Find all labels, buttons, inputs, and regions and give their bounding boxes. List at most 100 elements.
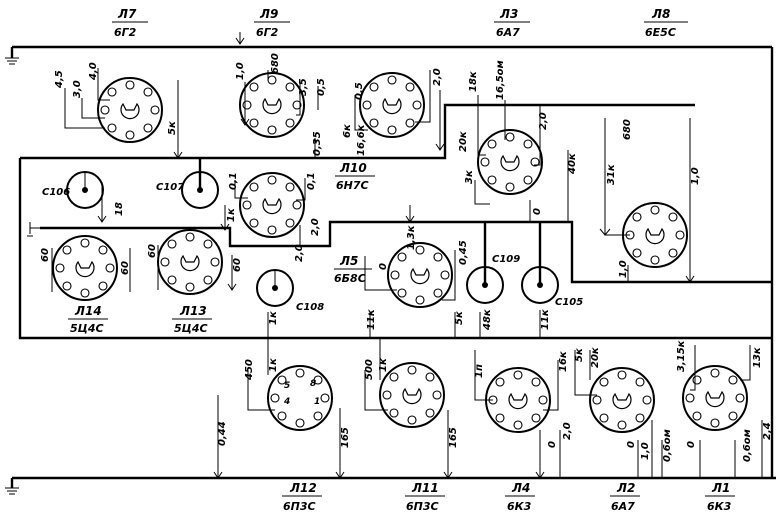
- measurement-leaders: [51, 68, 763, 479]
- socket-l5: [387, 242, 453, 308]
- value-label: 11к: [366, 309, 377, 330]
- value-label: 20к: [590, 347, 601, 368]
- value-label: 680: [270, 53, 281, 74]
- label-c109: C109: [492, 254, 520, 265]
- value-label: 0,6ом: [742, 429, 753, 462]
- socket-l7: [97, 77, 163, 143]
- label-l4-name: Л4: [511, 481, 530, 495]
- socket-l8: [622, 202, 688, 268]
- label-l12-type: 6П3С: [283, 500, 316, 513]
- label-l10-type: 6Н7С: [336, 179, 369, 192]
- capacitor-c106: [66, 171, 104, 209]
- value-label: 1,0: [618, 260, 629, 278]
- value-label: 6к: [342, 124, 353, 138]
- label-l3-type: 6А7: [496, 26, 520, 39]
- pin-number: 5: [284, 381, 290, 391]
- value-label: 20к: [458, 131, 469, 152]
- value-label: 5к: [574, 348, 585, 362]
- label-l2-name: Л2: [616, 481, 635, 495]
- socket-l1: [682, 365, 748, 431]
- value-label: 31к: [606, 164, 617, 185]
- value-label: 3,15к: [676, 340, 687, 372]
- value-labels: 4,5 3,0 4,0 5к 1,0 680 3,5 0,5 0,35 0,5 …: [40, 53, 773, 462]
- label-l11-type: 6П3С: [406, 500, 439, 513]
- label-l10-name: Л10: [339, 161, 367, 175]
- socket-l9b: [359, 72, 425, 138]
- pin-number: 4: [283, 397, 290, 407]
- label-l9-name: Л9: [259, 7, 278, 21]
- l12-pin-numbers: 5 8 4 1: [283, 379, 320, 407]
- value-label: 1п: [474, 364, 485, 378]
- value-label: 2,4: [762, 422, 773, 440]
- socket-l10: [239, 172, 305, 238]
- label-l5-name: Л5: [339, 254, 358, 268]
- label-c107: C107: [156, 182, 184, 193]
- value-label: 4,5: [54, 70, 65, 89]
- pin-number: 8: [310, 379, 316, 389]
- label-l14-type: 5Ц4С: [70, 322, 104, 335]
- value-label: 0: [532, 208, 543, 215]
- value-label: 3к: [464, 170, 475, 184]
- value-label: 1к: [226, 208, 237, 222]
- value-label: 1к: [268, 311, 279, 325]
- socket-l11: [379, 362, 445, 428]
- socket-l9: [239, 72, 305, 138]
- value-label: 0,5: [354, 82, 365, 100]
- label-l4-type: 6К3: [507, 500, 532, 513]
- value-label: 5к: [167, 121, 178, 135]
- value-label: 16к: [558, 351, 569, 372]
- top-rail: [5, 32, 772, 65]
- label-l1-name: Л1: [711, 481, 730, 495]
- label-l9-type: 6Г2: [256, 26, 279, 39]
- socket-l3: [477, 129, 543, 195]
- value-label: 0: [378, 263, 389, 270]
- value-label: 0,6ом: [662, 429, 673, 462]
- value-label: 2,0: [294, 244, 305, 262]
- value-label: 1,0: [640, 442, 651, 460]
- value-label: 680: [622, 119, 633, 140]
- capacitor-c105: [521, 222, 559, 304]
- value-label: 60: [40, 248, 51, 262]
- label-l3-name: Л3: [499, 7, 518, 21]
- value-label: 13к: [752, 347, 763, 368]
- value-label: 4,0: [88, 62, 99, 81]
- label-c106: C106: [42, 187, 70, 198]
- label-l12-name: Л12: [289, 481, 317, 495]
- label-l7-type: 6Г2: [114, 26, 137, 39]
- label-l8-name: Л8: [651, 7, 670, 21]
- value-label: 5к: [454, 311, 465, 325]
- label-c108: C108: [296, 302, 324, 313]
- value-label: 0,1: [228, 172, 239, 190]
- value-label: 16,6к: [356, 124, 367, 156]
- label-l7-name: Л7: [117, 7, 137, 21]
- value-label: 11к: [540, 309, 551, 330]
- capacitor-c108: [256, 269, 294, 307]
- value-label: 3,5: [298, 78, 309, 96]
- value-label: 0,1: [306, 172, 317, 190]
- chassis-outline: [18, 103, 772, 340]
- value-label: 1,0: [690, 167, 701, 185]
- value-label: 60: [232, 258, 243, 272]
- capacitor-c109: [466, 222, 504, 304]
- value-label: 1к: [268, 358, 279, 372]
- value-label: 0,35: [312, 131, 323, 156]
- value-label: 2,0: [310, 218, 321, 236]
- label-l11-name: Л11: [411, 481, 439, 495]
- socket-l12: [267, 365, 333, 431]
- label-l13-name: Л13: [179, 304, 207, 318]
- bottom-rail: [5, 476, 776, 495]
- value-label: 1к: [378, 358, 389, 372]
- value-label: 450: [244, 359, 255, 381]
- pin-number: 1: [314, 397, 320, 407]
- label-l2-type: 6А7: [611, 500, 635, 513]
- value-label: 2,0: [562, 422, 573, 440]
- socket-l4: [485, 367, 551, 433]
- socket-l2: [589, 367, 655, 433]
- value-label: 60: [120, 261, 131, 275]
- value-label: 500: [364, 359, 375, 380]
- value-label: 0,45: [458, 240, 469, 265]
- value-label: 165: [448, 427, 459, 448]
- value-label: 1,0: [235, 62, 246, 80]
- value-label: 18: [114, 202, 125, 216]
